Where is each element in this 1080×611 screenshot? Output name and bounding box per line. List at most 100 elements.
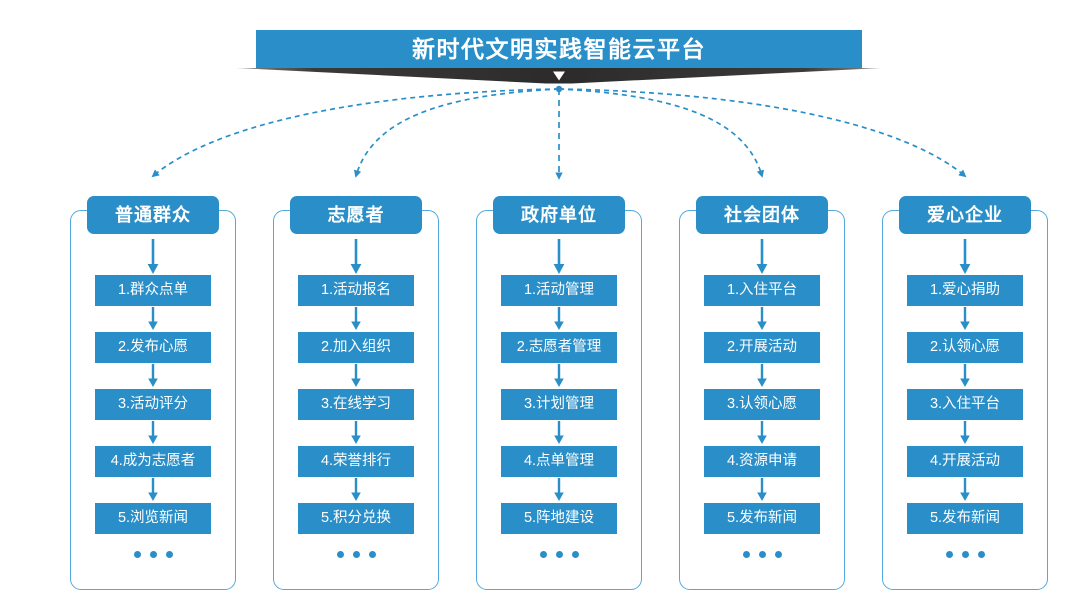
ellipsis-dot	[961, 551, 969, 558]
down-arrow-icon	[960, 421, 970, 444]
down-arrow-icon	[554, 307, 564, 330]
ellipsis-dot	[149, 551, 157, 558]
column-item-list: 1.入住平台 2.开展活动 3.认领心愿 4.资源申请 5.发布新闻	[680, 275, 844, 558]
more-items-ellipsis[interactable]	[336, 551, 376, 558]
column-社会团体[interactable]: 社会团体 1.入住平台 2.开展活动 3.认领心愿 4.资源申请 5.发布新闻	[679, 196, 845, 590]
list-item-label: 3.入住平台	[929, 396, 1001, 413]
list-item-label: 1.爱心捐助	[929, 282, 1001, 299]
down-arrow-icon	[757, 478, 767, 501]
list-item[interactable]: 3.活动评分	[95, 389, 211, 420]
list-item[interactable]: 3.计划管理	[501, 389, 617, 420]
list-item[interactable]: 1.入住平台	[704, 275, 820, 306]
down-arrow-icon	[554, 364, 564, 387]
list-item-label: 1.活动管理	[523, 282, 595, 299]
more-items-ellipsis[interactable]	[742, 551, 782, 558]
list-item[interactable]: 2.开展活动	[704, 332, 820, 363]
list-item[interactable]: 2.发布心愿	[95, 332, 211, 363]
list-item-label: 5.浏览新闻	[117, 510, 189, 527]
column-header-label: 社会团体	[724, 205, 800, 225]
list-item[interactable]: 5.积分兑换	[298, 503, 414, 534]
down-arrow-icon	[148, 478, 158, 501]
ellipsis-dot	[571, 551, 579, 558]
list-item-label: 1.群众点单	[117, 282, 189, 299]
list-item-label: 2.开展活动	[726, 339, 798, 356]
ellipsis-dot	[977, 551, 985, 558]
connector-to-column-2	[353, 88, 560, 178]
column-header-4[interactable]: 社会团体	[696, 196, 828, 234]
list-item-label: 3.认领心愿	[726, 396, 798, 413]
list-item-label: 4.点单管理	[523, 453, 595, 470]
ellipsis-dot	[774, 551, 782, 558]
list-item[interactable]: 5.浏览新闻	[95, 503, 211, 534]
list-item-label: 5.发布新闻	[929, 510, 1001, 527]
column-志愿者[interactable]: 志愿者 1.活动报名 2.加入组织 3.在线学习 4.荣誉排行 5.积分兑换	[273, 196, 439, 590]
ellipsis-dot	[539, 551, 547, 558]
list-item[interactable]: 4.荣誉排行	[298, 446, 414, 477]
list-item[interactable]: 4.成为志愿者	[95, 446, 211, 477]
more-items-ellipsis[interactable]	[945, 551, 985, 558]
list-item-label: 2.加入组织	[320, 339, 392, 356]
list-item-label: 1.入住平台	[726, 282, 798, 299]
down-arrow-icon	[351, 364, 361, 387]
down-arrow-icon	[960, 478, 970, 501]
ellipsis-dot	[336, 551, 344, 558]
down-arrow-icon	[554, 478, 564, 501]
connector-to-column-1	[151, 88, 560, 178]
column-header-1[interactable]: 普通群众	[87, 196, 219, 234]
down-arrow-icon	[757, 307, 767, 330]
column-政府单位[interactable]: 政府单位 1.活动管理 2.志愿者管理 3.计划管理 4.点单管理 5.阵地建设	[476, 196, 642, 590]
list-item-label: 4.资源申请	[726, 453, 798, 470]
ellipsis-dot	[352, 551, 360, 558]
down-arrow-icon	[960, 307, 970, 330]
list-item-label: 5.发布新闻	[726, 510, 798, 527]
list-item-label: 3.活动评分	[117, 396, 189, 413]
ellipsis-dot	[945, 551, 953, 558]
list-item[interactable]: 4.点单管理	[501, 446, 617, 477]
list-item[interactable]: 3.入住平台	[907, 389, 1023, 420]
header-down-arrow-icon	[553, 239, 565, 274]
connector-to-column-4	[558, 88, 765, 178]
list-item[interactable]: 4.资源申请	[704, 446, 820, 477]
column-item-list: 1.活动报名 2.加入组织 3.在线学习 4.荣誉排行 5.积分兑换	[274, 275, 438, 558]
column-item-list: 1.活动管理 2.志愿者管理 3.计划管理 4.点单管理 5.阵地建设	[477, 275, 641, 558]
column-header-3[interactable]: 政府单位	[493, 196, 625, 234]
list-item[interactable]: 2.认领心愿	[907, 332, 1023, 363]
down-arrow-icon	[554, 421, 564, 444]
header-down-arrow-icon	[350, 239, 362, 274]
header-down-arrow-icon	[959, 239, 971, 274]
down-arrow-icon	[148, 307, 158, 330]
column-header-5[interactable]: 爱心企业	[899, 196, 1031, 234]
column-header-label: 爱心企业	[927, 205, 1003, 225]
list-item[interactable]: 3.在线学习	[298, 389, 414, 420]
column-header-2[interactable]: 志愿者	[290, 196, 422, 234]
ellipsis-dot	[368, 551, 376, 558]
list-item-label: 5.阵地建设	[523, 510, 595, 527]
ellipsis-dot	[742, 551, 750, 558]
list-item[interactable]: 1.活动管理	[501, 275, 617, 306]
down-arrow-icon	[757, 364, 767, 387]
connector-to-column-5	[558, 88, 967, 178]
down-arrow-icon	[960, 364, 970, 387]
list-item-label: 4.荣誉排行	[320, 453, 392, 470]
column-item-list: 1.群众点单 2.发布心愿 3.活动评分 4.成为志愿者 5.浏览新闻	[71, 275, 235, 558]
column-header-label: 普通群众	[115, 205, 191, 225]
column-普通群众[interactable]: 普通群众 1.群众点单 2.发布心愿 3.活动评分 4.成为志愿者 5.浏览新闻	[70, 196, 236, 590]
down-arrow-icon	[148, 364, 158, 387]
fanout-origin-dot	[555, 85, 563, 93]
list-item[interactable]: 5.阵地建设	[501, 503, 617, 534]
list-item[interactable]: 4.开展活动	[907, 446, 1023, 477]
list-item[interactable]: 2.志愿者管理	[501, 332, 617, 363]
more-items-ellipsis[interactable]	[133, 551, 173, 558]
list-item[interactable]: 5.发布新闻	[907, 503, 1023, 534]
ellipsis-dot	[133, 551, 141, 558]
header-down-arrow-icon	[147, 239, 159, 274]
more-items-ellipsis[interactable]	[539, 551, 579, 558]
list-item[interactable]: 1.活动报名	[298, 275, 414, 306]
list-item[interactable]: 1.群众点单	[95, 275, 211, 306]
list-item[interactable]: 1.爱心捐助	[907, 275, 1023, 306]
list-item-label: 4.成为志愿者	[110, 453, 196, 470]
list-item[interactable]: 3.认领心愿	[704, 389, 820, 420]
column-爱心企业[interactable]: 爱心企业 1.爱心捐助 2.认领心愿 3.入住平台 4.开展活动 5.发布新闻	[882, 196, 1048, 590]
list-item[interactable]: 5.发布新闻	[704, 503, 820, 534]
list-item[interactable]: 2.加入组织	[298, 332, 414, 363]
